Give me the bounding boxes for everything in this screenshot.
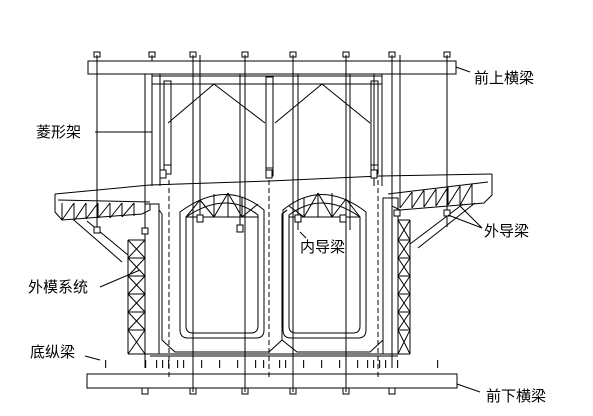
outer-form-right <box>382 174 493 355</box>
hanger-rods <box>96 55 448 392</box>
beam-mark: I <box>144 358 147 371</box>
beam-mark: I <box>161 358 164 371</box>
hanger-blocks <box>93 169 451 235</box>
anchor-nuts <box>93 51 451 395</box>
box-girder-section <box>128 209 410 357</box>
beam-mark: I <box>167 358 170 371</box>
beam-mark: I <box>366 358 369 371</box>
hanger-cylinder-left <box>163 80 172 175</box>
leader-lines <box>84 66 483 393</box>
label-inner-guide-beam: 内导梁 <box>300 238 345 256</box>
beam-mark: I <box>372 358 375 371</box>
inner-form-left <box>179 192 265 339</box>
front-upper-beam <box>87 60 457 75</box>
beam-mark: I <box>378 358 381 371</box>
beam-mark: I <box>278 358 281 371</box>
diamond-frame <box>151 74 383 186</box>
label-diamond-frame: 菱形架 <box>36 123 81 141</box>
beam-mark: I <box>320 358 323 371</box>
outer-form-left <box>54 194 160 355</box>
beam-mark: I <box>182 358 185 371</box>
label-front-lower-beam: 前下横梁 <box>486 387 546 405</box>
beam-mark: I <box>218 358 221 371</box>
label-outer-form-system: 外模系统 <box>28 278 88 296</box>
label-front-upper-beam: 前上横梁 <box>474 69 534 87</box>
hanger-cylinder-center <box>265 76 274 177</box>
beam-mark: I <box>436 358 439 371</box>
beam-mark: I <box>284 358 287 371</box>
front-lower-beam <box>86 373 458 389</box>
bottom-longitudinal-beam-marks: I I I I I I I I I I I I I I I I I I I I … <box>104 358 439 371</box>
beam-mark: I <box>176 358 179 371</box>
beam-mark: I <box>338 358 341 371</box>
beam-mark: I <box>384 358 387 371</box>
inner-form-right <box>282 192 367 339</box>
beam-mark: I <box>356 358 359 371</box>
beam-mark: I <box>396 358 399 371</box>
beam-mark: I <box>262 358 265 371</box>
beam-mark: I <box>302 358 305 371</box>
beam-mark: I <box>200 358 203 371</box>
beam-mark: I <box>104 358 107 371</box>
beam-mark: I <box>155 358 158 371</box>
beam-mark: I <box>236 358 239 371</box>
deck-top-line <box>54 173 493 195</box>
beam-mark: I <box>254 358 257 371</box>
label-bottom-longitudinal-beam: 底纵梁 <box>30 343 75 361</box>
label-outer-guide-beam: 外导梁 <box>484 222 529 240</box>
